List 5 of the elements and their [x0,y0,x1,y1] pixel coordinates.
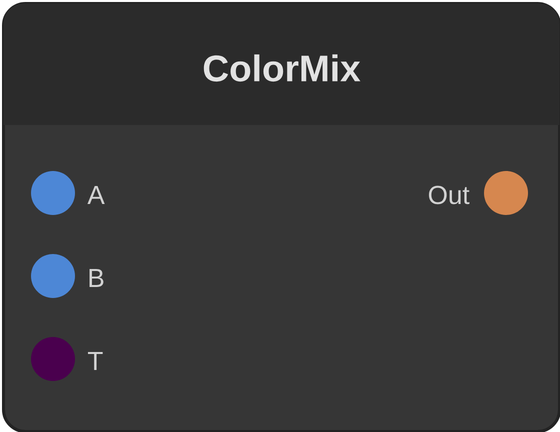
port-label: T [88,352,103,370]
node-title: ColorMix [204,54,360,82]
port-label: Out [428,186,470,204]
port-label: B [90,269,104,287]
port-label: A [87,186,105,204]
